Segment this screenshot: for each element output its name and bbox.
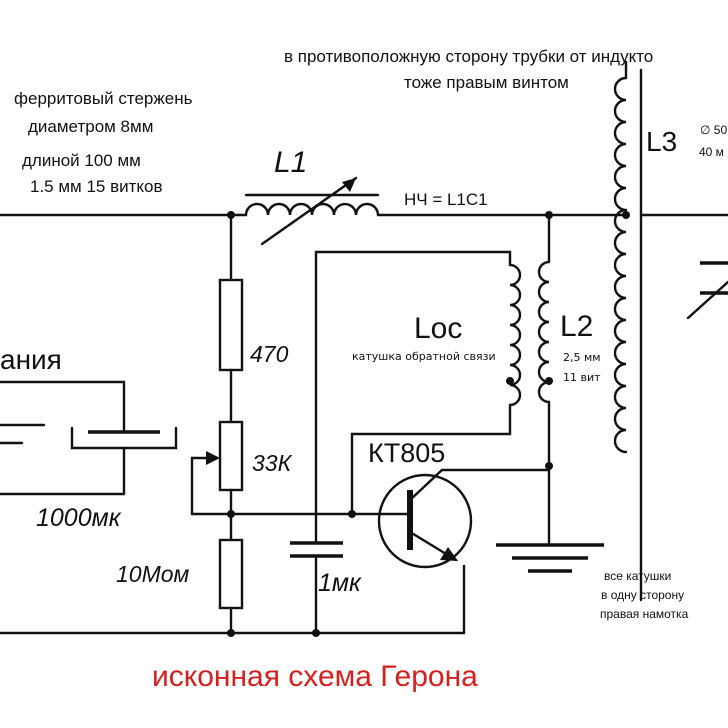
power-label: ания [0,344,62,375]
top-note-line-1: в противоположную сторону трубки от инду… [284,47,654,66]
junction-collector [545,462,553,470]
transistor-emitter-arrow [440,547,458,561]
top-note-line-2: тоже правым винтом [404,73,569,92]
junction-l3 [622,211,630,219]
loc-note: катушка обратной связи [352,350,496,363]
l2-note-1: 2,5 мм [563,351,601,364]
transistor-collector [408,468,551,502]
loc-label: Loc [414,312,463,345]
l2-note-2: 11 вит [563,371,601,384]
l1-label: L1 [274,146,308,179]
resistor-470-label: 470 [250,341,289,367]
potentiometer-33k-label: 33К [252,450,292,476]
junction-top-l2 [545,211,553,219]
loc-polarity-dot [506,377,514,385]
junction-top-left [227,211,235,219]
var-cap-arrow [686,280,728,320]
coils-note-2: в одну сторону [601,588,685,602]
l1-variable-arrow [260,176,358,246]
potentiometer-33k [218,420,244,492]
l2-polarity-dot [545,377,553,385]
junction-bottom-r3 [227,629,235,637]
loc-top-wire [314,250,512,267]
rod-note-3: длиной 100 мм [22,151,141,170]
coils-note-1: все катушки [604,569,672,583]
resistor-10mom [218,538,244,610]
coil-loc [508,263,522,407]
coil-l1 [244,193,380,217]
rod-note-2: диаметром 8мм [28,117,154,136]
l3-note-1: ∅ 50 [700,123,728,137]
diagram-caption: исконная схема Герона [152,660,478,693]
resistor-470 [218,278,244,372]
hf-label: НЧ = L1C1 [404,190,488,209]
pot-wiper-wire [190,456,216,516]
power-top-wire [0,380,126,434]
capacitor-1mk-label: 1мк [318,569,361,597]
capacitor-1000mk-label: 1000мк [36,504,121,532]
coils-note-3: правая намотка [600,607,689,621]
transistor-label: КТ805 [368,438,446,468]
transistor-kt805-body [377,473,473,569]
l3-label: L3 [646,126,678,157]
l3-note-2: 40 м [699,145,724,159]
rod-note-4: 1.5 мм 15 витков [30,177,163,196]
coil-l3 [613,76,628,454]
resistor-10mom-label: 10Мом [116,561,190,587]
l2-label: L2 [560,310,594,343]
l1-arrow-head [342,178,356,192]
loc-feedback-wire [350,403,512,516]
rod-note-1: ферритовый стержень [14,89,193,108]
pot-wiper-arrow [206,451,220,465]
